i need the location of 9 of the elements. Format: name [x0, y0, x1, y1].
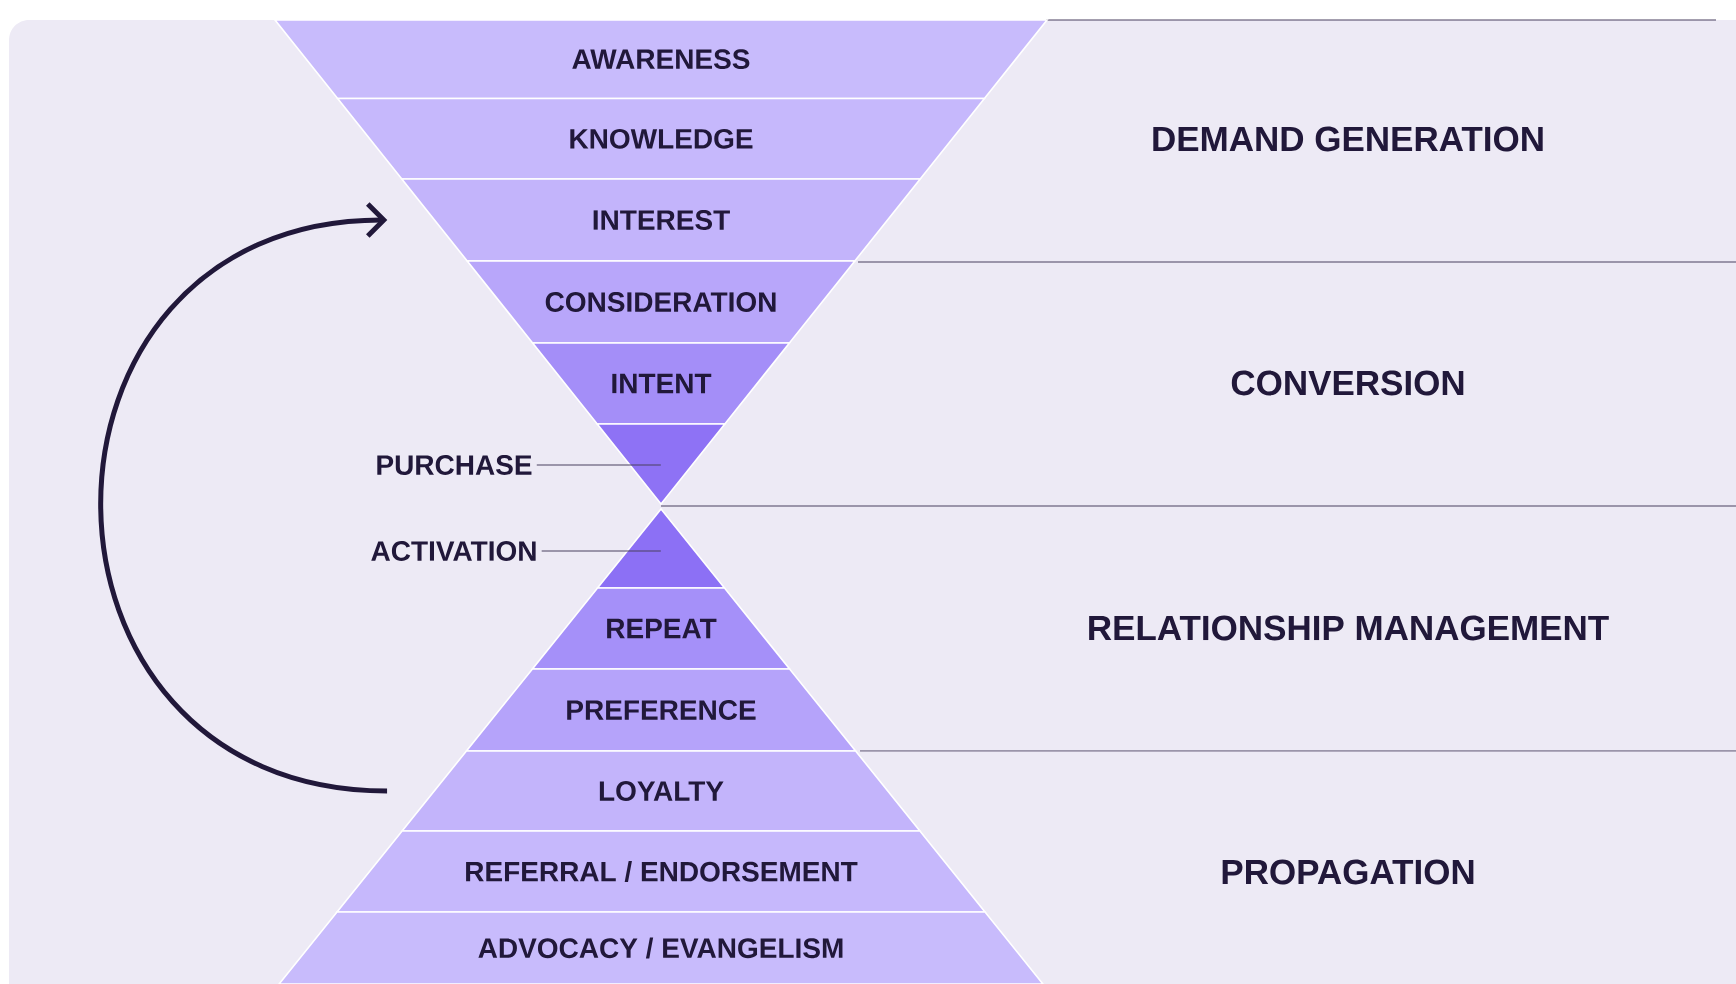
- cycle-arrow: [98, 202, 388, 794]
- stage-label: PURCHASE: [377, 455, 532, 475]
- leader-line: [541, 550, 662, 552]
- stage-label: ACTIVATION: [371, 541, 536, 561]
- phase-heading: RELATIONSHIP MANAGEMENT: [1089, 615, 1609, 641]
- leader-line: [536, 464, 662, 466]
- phase-heading: PROPAGATION: [1222, 859, 1474, 885]
- phase-heading: CONVERSION: [1231, 370, 1464, 396]
- phase-heading: DEMAND GENERATION: [1153, 126, 1543, 152]
